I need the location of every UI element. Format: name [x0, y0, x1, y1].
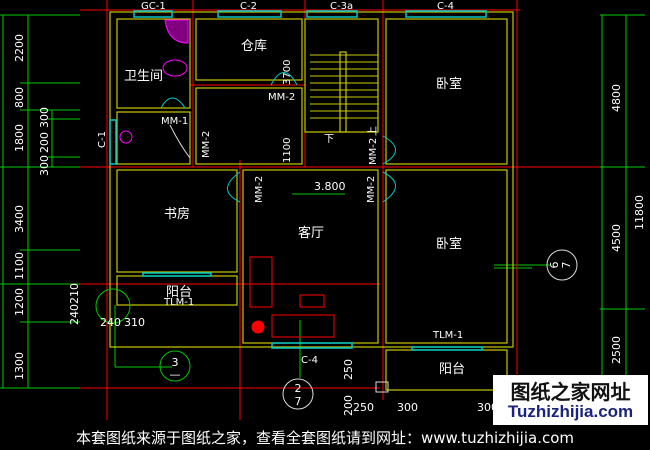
dim-right: 4800: [610, 84, 623, 112]
door-swing-mm2: [169, 124, 191, 159]
site-logo: 图纸之家网址 Tuzhizhijia.com: [493, 375, 648, 425]
label-c2: C-2: [240, 1, 257, 12]
dim-right: 11800: [633, 195, 646, 230]
dim-left: 1800: [13, 124, 26, 152]
dim-misc: 210: [68, 283, 81, 304]
windows: [109, 10, 487, 351]
logo-chinese: 图纸之家网址: [510, 380, 631, 404]
logo-url: Tuzhizhijia.com: [507, 402, 634, 421]
label-tlm1-right: TLM-1: [432, 330, 463, 341]
room-balcony-left: 阳台: [166, 285, 192, 300]
dimension-lines: [0, 14, 645, 391]
section-6-top: 6: [548, 262, 561, 269]
room-storage: 仓库: [241, 38, 267, 54]
dim-3700: 3700: [282, 60, 293, 85]
stair-up: 上: [367, 126, 379, 136]
label-mm2-d: MM-2: [368, 138, 379, 165]
label-mm2-b: MM-2: [201, 131, 212, 158]
dim-misc: 300: [397, 401, 418, 414]
room-study: 书房: [164, 206, 190, 222]
right-dimensions: 4800 4500 2500 11800: [610, 84, 646, 364]
section-3-bottom: —: [170, 368, 181, 381]
label-mm2-e: MM-2: [366, 176, 377, 203]
dim-1100: 1100: [282, 138, 293, 163]
vertical-labels: C-1 MM-2 MM-2 MM-2 MM-2 3700 1100 上: [97, 60, 379, 203]
label-c4-top: C-4: [437, 1, 454, 12]
room-bathroom: 卫生间: [124, 69, 163, 84]
dim-left: 1100: [13, 252, 26, 280]
room-balcony-right: 阳台: [439, 362, 465, 377]
left-dimensions: 2200 800 1800 300 200 300 3400 1100 1200…: [13, 34, 51, 380]
section-2-bottom: 7: [295, 395, 302, 408]
dim-misc: 240: [100, 316, 121, 329]
dim-right: 2500: [610, 336, 623, 364]
room-living: 客厅: [298, 225, 324, 241]
stair-treads: [310, 54, 378, 119]
label-tlm1-left: TLM-1: [163, 297, 194, 308]
dim-left: 1200: [13, 288, 26, 316]
room-bedroom-bottom: 卧室: [436, 236, 462, 252]
door-swings: [160, 72, 396, 203]
label-mm2-c: MM-2: [254, 176, 265, 203]
stair-down: 下: [324, 134, 334, 145]
dim-left: 200: [38, 132, 51, 153]
dim-misc: 240: [68, 304, 81, 325]
label-gc1: GC-1: [141, 1, 166, 12]
bathroom-fixtures: [119, 19, 189, 144]
section-3-top: 3: [172, 356, 179, 369]
misc-dimensions: 240 210 240 310 250 200 250 300 300: [68, 283, 498, 416]
dim-misc: 310: [124, 316, 145, 329]
label-c1: C-1: [97, 131, 108, 148]
dim-left: 300: [38, 155, 51, 176]
dim-misc: 200: [342, 395, 355, 416]
dim-left: 1300: [13, 352, 26, 380]
dim-left: 800: [13, 87, 26, 108]
section-2-top: 2: [295, 382, 302, 395]
furniture: [249, 256, 335, 338]
label-c4-bottom: C-4: [301, 355, 318, 366]
label-c3a: C-3a: [330, 1, 353, 12]
dim-misc: 250: [342, 359, 355, 380]
section-mark-labels: 3 — 2 7 6 7: [170, 262, 574, 409]
axis-lines: [80, 0, 600, 420]
dim-left: 3400: [13, 205, 26, 233]
watermark-text: 本套图纸来源于图纸之家，查看全套图纸请到网址：www.tuzhizhijia.c…: [75, 429, 574, 447]
section-marks: [95, 249, 578, 410]
section-6-bottom: 7: [560, 262, 573, 269]
dim-left: 300: [38, 107, 51, 128]
dim-right: 4500: [610, 224, 623, 252]
dim-misc: 300: [477, 401, 498, 414]
label-mm2-a: MM-2: [268, 92, 295, 103]
label-mm1: MM-1: [161, 116, 188, 127]
dim-left: 2200: [13, 34, 26, 62]
room-bedroom-top: 卧室: [436, 76, 462, 92]
dim-misc: 250: [353, 401, 374, 414]
elevation-value: 3.800: [314, 180, 346, 193]
